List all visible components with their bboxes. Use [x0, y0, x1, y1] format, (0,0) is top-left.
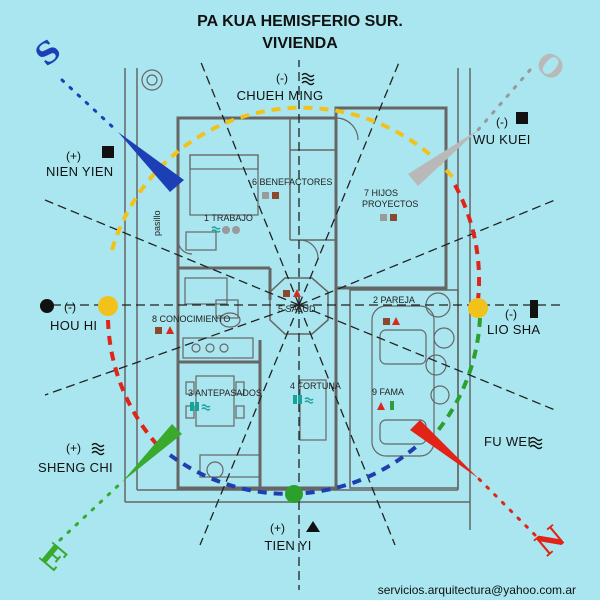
direction-name: LIO SHA	[487, 322, 540, 337]
marker-red-triangle	[377, 402, 385, 410]
node-yellow-right	[468, 298, 488, 318]
direction-bottom-right: FU WEI	[484, 434, 543, 450]
direction-sign: (+)	[270, 521, 285, 535]
direction-sign: (-)	[64, 300, 76, 314]
direction-left: (-) HOU HI	[40, 299, 97, 333]
marker-green	[390, 401, 394, 410]
room-labels: 6 BENEFACTORES 7 HIJOS PROYECTOS 1 TRABA…	[152, 177, 418, 411]
water-icon	[529, 436, 543, 450]
marker-brown	[383, 318, 390, 325]
ring-yellow-arc	[110, 105, 457, 251]
marker-grey-circle	[222, 226, 230, 234]
direction-name: TIEN YI	[264, 538, 311, 553]
triangle-icon	[306, 521, 320, 532]
rect-icon	[530, 300, 538, 318]
needle-grey	[408, 130, 478, 186]
marker-grey-circle	[232, 226, 240, 234]
needle-green	[122, 424, 182, 482]
room-benefactores: 6 BENEFACTORES	[252, 177, 332, 187]
room-hijos: 7 HIJOS	[364, 188, 398, 198]
water-icon	[301, 72, 315, 86]
direction-sign: (-)	[505, 307, 517, 321]
direction-sign: (+)	[66, 149, 81, 163]
node-green-bottom	[285, 485, 303, 503]
direction-rays	[40, 59, 560, 590]
circle-icon	[40, 299, 54, 313]
marker-grey	[262, 192, 269, 199]
corner-letter-s: S	[29, 33, 68, 74]
pasillo-label: pasillo	[152, 210, 162, 236]
floor-plan	[124, 68, 471, 530]
direction-bottom-left: (+) SHENG CHI	[38, 441, 113, 475]
footer-email: servicios.arquitectura@yahoo.com.ar	[378, 583, 576, 597]
marker-brown	[155, 327, 162, 334]
corner-letter-e: E	[32, 537, 72, 579]
energy-ring	[98, 105, 488, 503]
marker-brown	[272, 192, 279, 199]
direction-name: HOU HI	[50, 318, 97, 333]
water-icon	[91, 442, 105, 456]
direction-sign: (+)	[66, 441, 81, 455]
square-icon	[516, 112, 528, 124]
marker-red-triangle	[166, 326, 174, 334]
ring-green-arc	[428, 317, 482, 442]
marker-brown	[390, 214, 397, 221]
direction-name: FU WEI	[484, 434, 531, 449]
water-icon	[304, 397, 314, 404]
room-fortuna: 4 FORTUNA	[290, 381, 341, 391]
room-proyectos: PROYECTOS	[362, 199, 418, 209]
direction-top-right: (-) WU KUEI	[473, 112, 531, 147]
room-salud: 5 SALUD	[278, 304, 316, 314]
water-icon	[211, 226, 221, 233]
needle-blue	[118, 132, 184, 192]
corner-letter-n: N	[529, 519, 573, 563]
direction-sign: (-)	[276, 71, 288, 85]
direction-name: SHENG CHI	[38, 460, 113, 475]
direction-right: (-) LIO SHA	[487, 300, 540, 337]
room-pareja: 2 PAREJA	[373, 295, 415, 305]
needle-red	[410, 420, 478, 478]
direction-bottom: (+) TIEN YI	[264, 521, 320, 553]
marker-brown	[283, 290, 290, 297]
ring-red-left-arc	[106, 319, 162, 450]
room-conocimiento: 8 CONOCIMIENTO	[152, 314, 230, 324]
corner-letter-o: O	[528, 45, 571, 89]
node-yellow-left	[98, 296, 118, 316]
water-icon	[201, 404, 211, 411]
direction-name: CHUEH MING	[237, 88, 324, 103]
direction-sign: (-)	[496, 115, 508, 129]
room-fama: 9 FAMA	[372, 387, 404, 397]
title-line-1: PA KUA HEMISFERIO SUR.	[197, 13, 403, 30]
direction-top: (-) CHUEH MING	[237, 71, 324, 103]
room-trabajo: 1 TRABAJO	[204, 213, 253, 223]
marker-red-triangle	[392, 317, 400, 325]
marker-grey	[380, 214, 387, 221]
title-line-2: VIVIENDA	[262, 35, 338, 52]
square-icon	[102, 146, 114, 158]
marker-red-triangle	[293, 289, 301, 297]
direction-name: WU KUEI	[473, 132, 531, 147]
direction-top-left: (+) NIEN YIEN	[46, 146, 114, 179]
compass-needles	[58, 68, 537, 542]
direction-name: NIEN YIEN	[46, 164, 113, 179]
room-antepasados: 3 ANTEPASADOS	[188, 388, 262, 398]
